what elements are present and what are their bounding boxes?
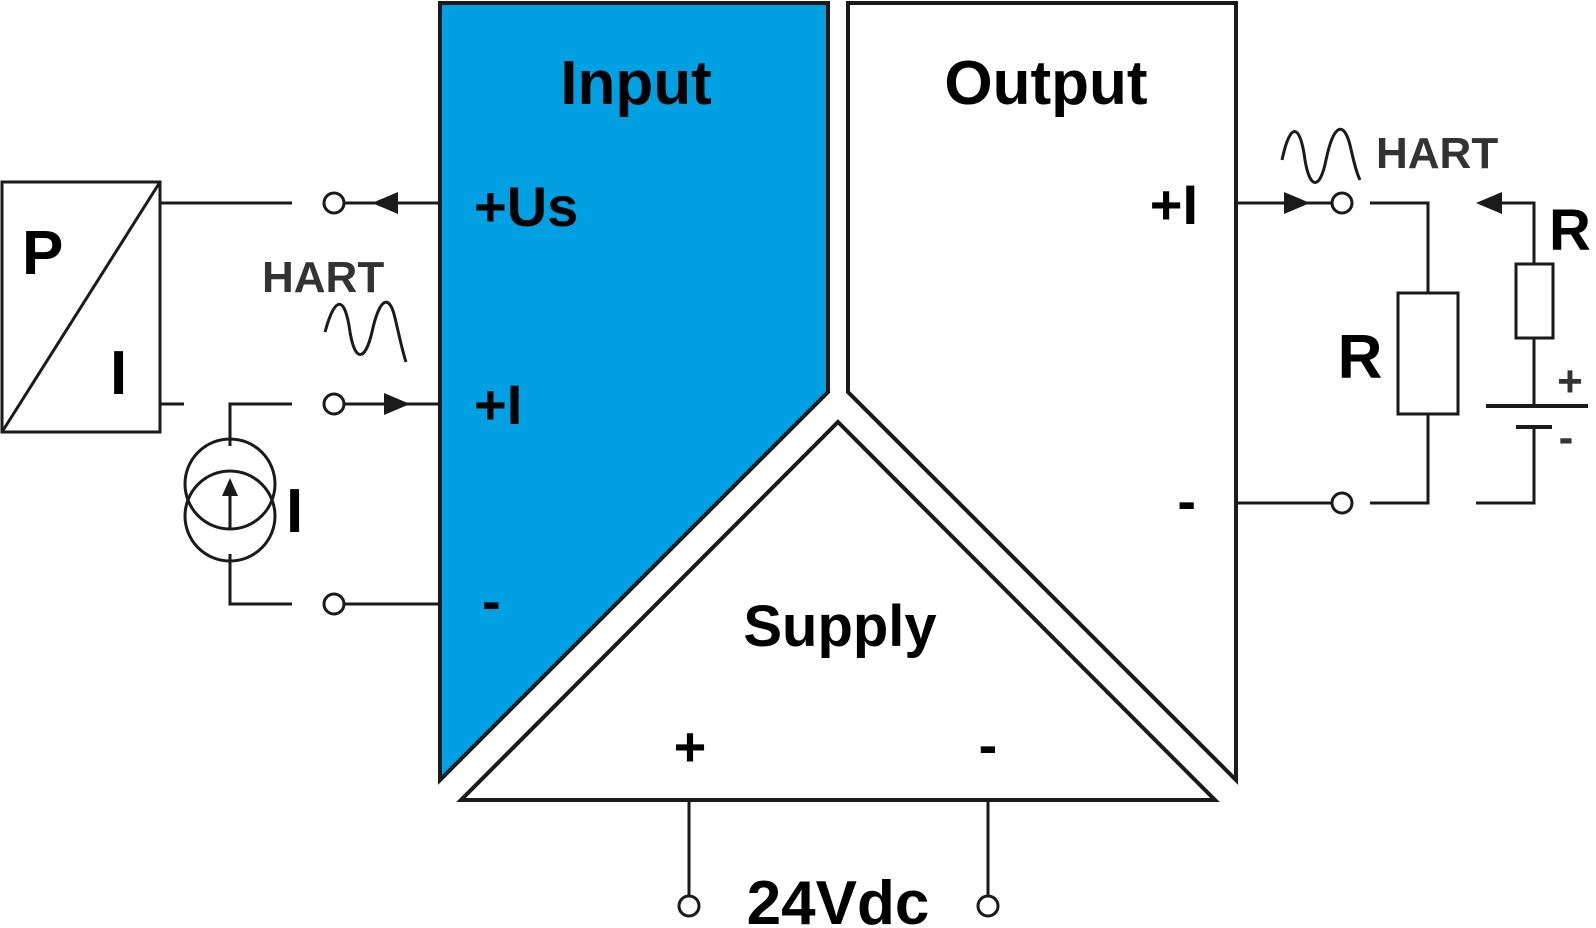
hart-input-label: HART bbox=[262, 253, 384, 302]
supply-minus-terminal bbox=[976, 894, 1000, 918]
alt-arrow bbox=[1476, 192, 1502, 214]
output-i-terminal bbox=[1330, 191, 1354, 215]
load-resistor-top-wire bbox=[1370, 201, 1430, 293]
input-block bbox=[438, 1, 830, 785]
output-i-arrow bbox=[1284, 192, 1310, 214]
output-minus-label: - bbox=[1177, 469, 1196, 532]
i-terminal bbox=[322, 392, 346, 416]
input-us-label: +Us bbox=[474, 175, 578, 238]
supply-block bbox=[456, 419, 1220, 802]
transmitter-p-label: P bbox=[22, 219, 63, 288]
battery-plus-label: + bbox=[1557, 357, 1583, 406]
current-source-bottom-wire bbox=[228, 554, 292, 606]
alt-resistor bbox=[1514, 262, 1555, 340]
supply-plus-label: + bbox=[674, 715, 707, 778]
supply-voltage-label: 24Vdc bbox=[747, 869, 930, 928]
transmitter-i-label: I bbox=[110, 339, 127, 408]
load-resistor-bottom-wire bbox=[1370, 414, 1430, 505]
input-i-label: +I bbox=[474, 373, 522, 436]
output-title: Output bbox=[944, 49, 1147, 118]
minus-terminal bbox=[322, 592, 346, 616]
arrow-up-icon bbox=[222, 478, 238, 496]
battery-minus-label: - bbox=[1559, 413, 1574, 462]
alt-bottom-wire bbox=[1476, 427, 1536, 505]
alt-resistor-label: R bbox=[1549, 198, 1591, 263]
input-title: Input bbox=[560, 49, 712, 118]
current-source-circle-top bbox=[183, 437, 277, 531]
current-source-label: I bbox=[286, 477, 303, 546]
output-minus-terminal bbox=[1330, 491, 1354, 515]
output-block bbox=[846, 1, 1238, 785]
load-resistor-label: R bbox=[1338, 323, 1383, 392]
hart-output-wave-icon bbox=[1280, 127, 1362, 184]
input-minus-label: - bbox=[482, 569, 501, 632]
us-terminal bbox=[322, 191, 346, 215]
us-arrow bbox=[372, 192, 398, 214]
current-source-top-wire bbox=[228, 402, 292, 446]
hart-input-wave-icon bbox=[323, 300, 408, 363]
output-i-label: +I bbox=[1150, 173, 1198, 236]
i-arrow bbox=[384, 393, 410, 415]
current-source-circle-bottom bbox=[183, 469, 277, 563]
supply-minus-label: - bbox=[979, 713, 998, 776]
load-resistor bbox=[1396, 291, 1460, 416]
alt-top-wire bbox=[1500, 201, 1536, 264]
supply-plus-terminal bbox=[677, 894, 701, 918]
hart-output-label: HART bbox=[1376, 129, 1498, 178]
supply-title: Supply bbox=[743, 594, 936, 659]
transmitter-diagonal bbox=[0, 181, 162, 433]
